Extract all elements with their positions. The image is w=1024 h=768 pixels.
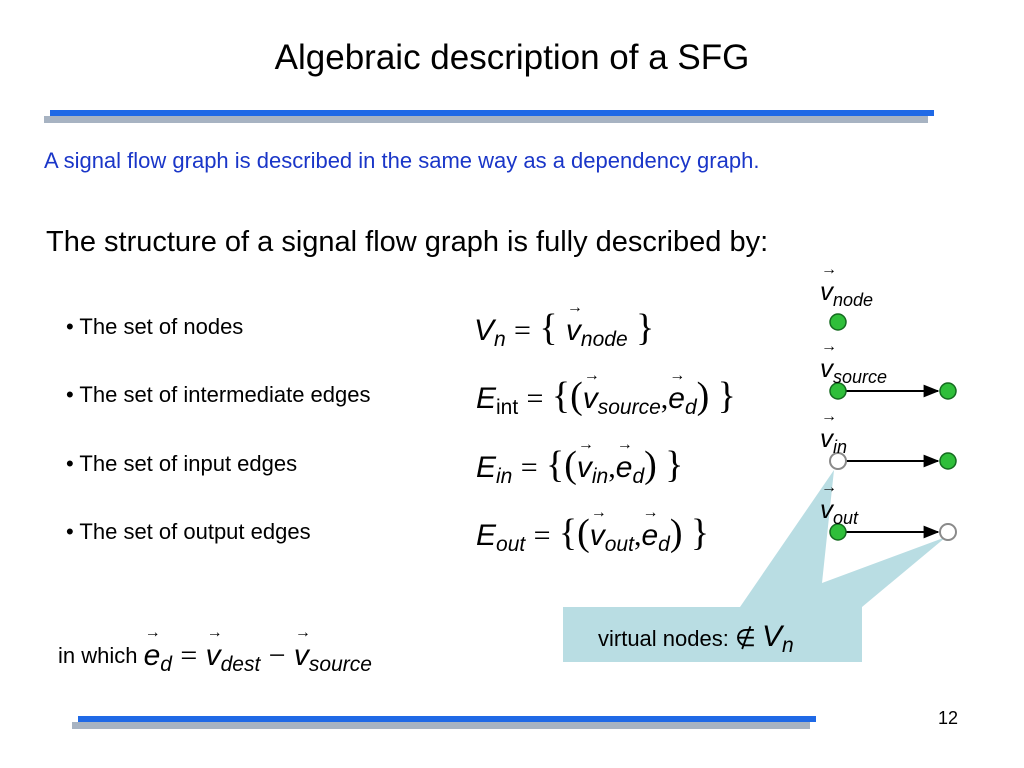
in-which-formula: in which ed = vdest − vsource: [58, 624, 372, 676]
callout-text: virtual nodes: ∉ Vn: [598, 620, 794, 657]
label-v-node: vnode: [820, 261, 873, 310]
dest-node: [939, 382, 957, 400]
virtual-output-node: [939, 523, 957, 541]
footer-divider: [78, 716, 816, 722]
label-v-out: vout: [820, 479, 858, 528]
subtitle: A signal flow graph is described in the …: [44, 148, 760, 173]
callout-box: [563, 470, 946, 662]
source-node: [829, 382, 847, 400]
virtual-input-node: [829, 452, 847, 470]
output-source-node: [829, 523, 847, 541]
page-title: Algebraic description of a SFG: [274, 38, 750, 77]
bullet-nodes: • The set of nodes: [66, 314, 244, 339]
formula-intermediate-edges: Eint = {(vsource,ed) }: [476, 367, 736, 419]
formula-input-edges: Ein = {(vin,ed) }: [476, 436, 683, 488]
label-v-in: vin: [820, 408, 847, 457]
footer-divider-shadow: [72, 722, 810, 729]
node-circle: [829, 313, 847, 331]
formula-nodes: Vn = { vnode }: [474, 299, 654, 351]
page-number: 12: [938, 708, 959, 728]
bullet-intermediate-edges: • The set of intermediate edges: [66, 382, 371, 407]
title-divider-shadow: [44, 116, 928, 123]
label-v-source: vsource: [820, 338, 887, 387]
bullet-input-edges: • The set of input edges: [66, 451, 298, 476]
formula-output-edges: Eout = {(vout,ed) }: [476, 504, 709, 556]
heading: The structure of a signal flow graph is …: [46, 226, 769, 258]
bullet-output-edges: • The set of output edges: [66, 519, 311, 544]
input-dest-node: [939, 452, 957, 470]
title-divider: [50, 110, 934, 116]
